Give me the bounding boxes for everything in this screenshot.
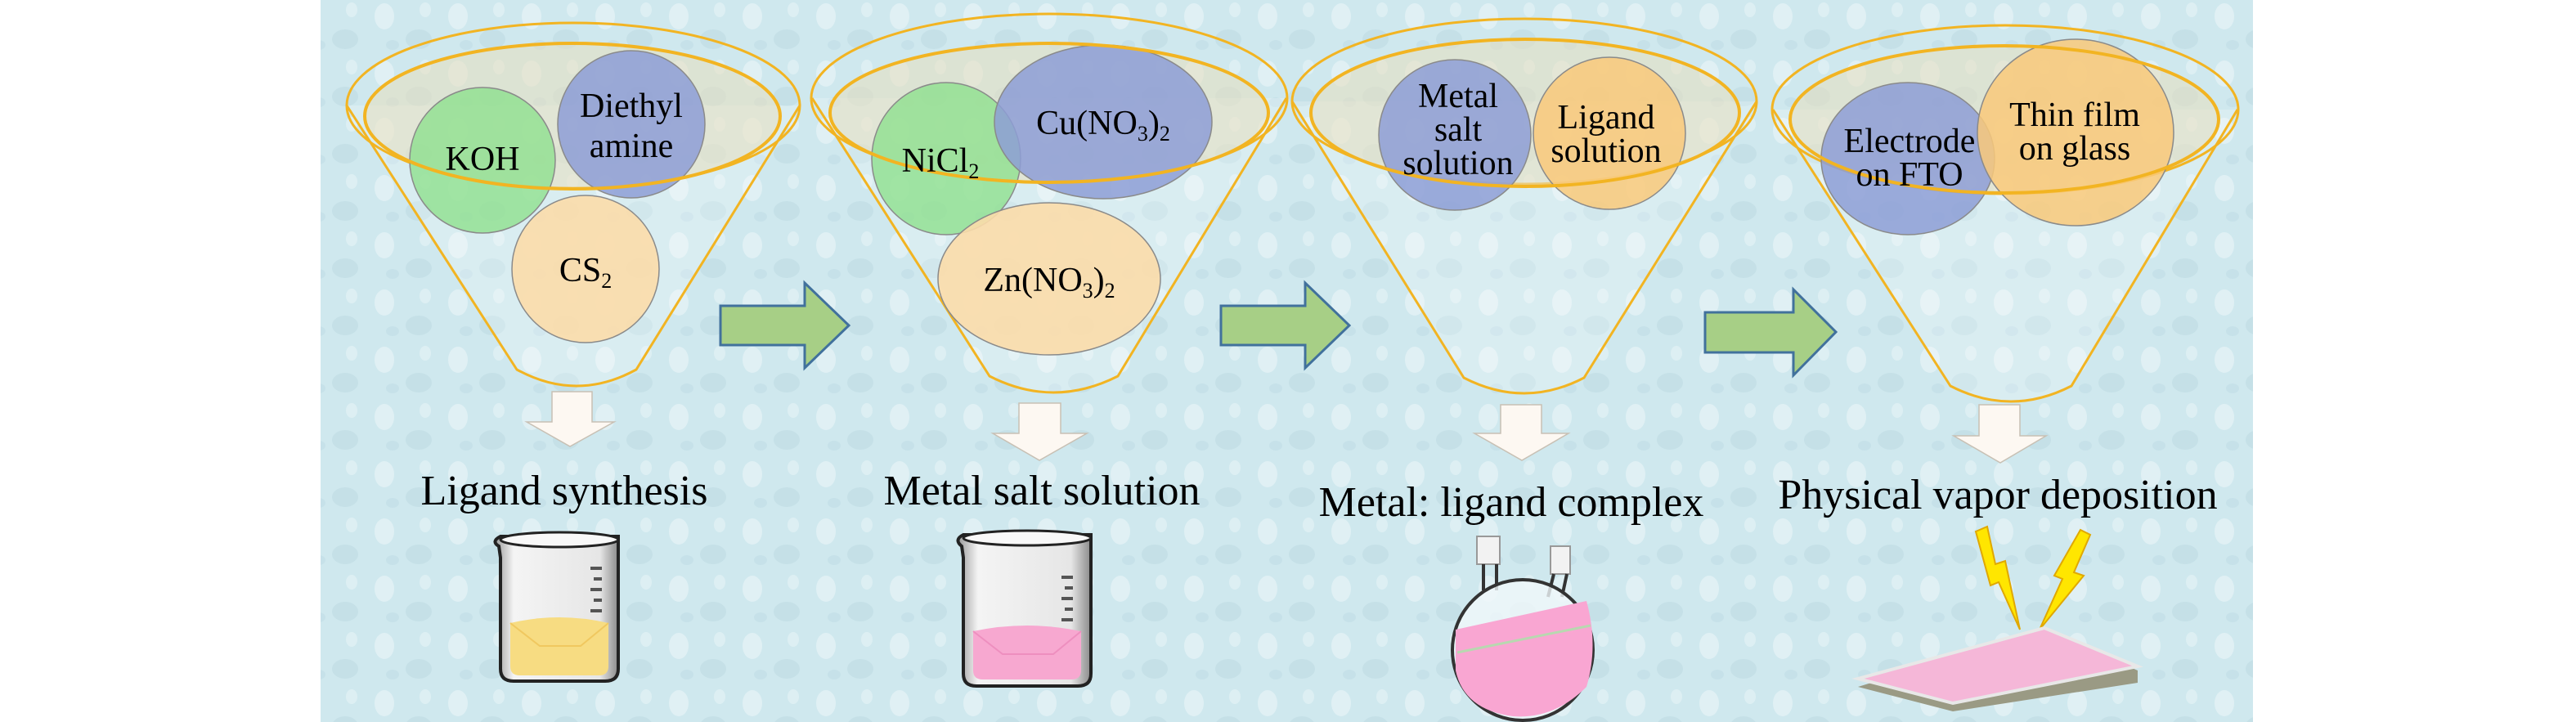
step-label-physical-vapor-deposition: Physical vapor deposition (1778, 472, 2217, 518)
glass-slide-icon (1851, 626, 2143, 711)
beaker-yellow-icon (493, 531, 620, 683)
lightning-bolt-icon (1974, 525, 2092, 630)
input-metal: Metal (1418, 78, 1498, 115)
input-ligand: Ligand (1558, 99, 1655, 137)
input-salt: salt (1434, 111, 1483, 149)
input-solution: solution (1402, 145, 1513, 182)
funnel-metal-ligand-complex: Metal salt solution Ligand solution (1290, 17, 1758, 395)
down-arrow-icon (1951, 404, 2049, 464)
step-label-metal-salt-solution: Metal salt solution (883, 468, 1200, 514)
input-nicl2: NiCl2 (902, 142, 980, 183)
input-thin-film: Thin film (2009, 96, 2140, 134)
input-cs2: CS2 (559, 252, 612, 293)
beaker-pink-icon (956, 529, 1093, 688)
diethylamine-circle (557, 50, 706, 199)
two-neck-flask-icon (1451, 536, 1595, 722)
input-amine: amine (590, 128, 674, 165)
input-ligand-solution: solution (1551, 132, 1661, 170)
zn-nitrate-circle (937, 202, 1161, 356)
next-step-arrow-icon (1219, 280, 1352, 371)
metal-salt-solution-circle (1378, 59, 1532, 211)
down-arrow-icon (1472, 404, 1571, 461)
input-cu-nitrate: Cu(NO3)2 (1036, 105, 1170, 146)
down-arrow-icon (990, 402, 1089, 461)
next-step-arrow-icon (1703, 286, 1838, 379)
input-on-glass: on glass (2019, 130, 2131, 168)
input-koh: KOH (446, 141, 520, 178)
next-step-arrow-icon (719, 280, 851, 371)
funnel-physical-vapor-deposition: Electrode on FTO Thin film on glass (1770, 24, 2240, 403)
input-on-fto: on FTO (1856, 156, 1963, 194)
input-electrode: Electrode (1844, 123, 1976, 160)
step-label-metal-ligand-complex: Metal: ligand complex (1319, 479, 1704, 526)
down-arrow-icon (524, 391, 617, 447)
funnel-ligand-synthesis: KOH Diethyl amine CS2 (345, 21, 801, 388)
step-label-ligand-synthesis: Ligand synthesis (421, 468, 708, 514)
ligand-solution-circle (1533, 56, 1686, 210)
input-zn-nitrate: Zn(NO3)2 (983, 262, 1115, 303)
funnel-metal-salt-solution: NiCl2 Cu(NO3)2 Zn(NO3)2 (810, 12, 1289, 394)
cs2-circle (511, 195, 660, 343)
input-diethyl: Diethyl (580, 87, 683, 125)
